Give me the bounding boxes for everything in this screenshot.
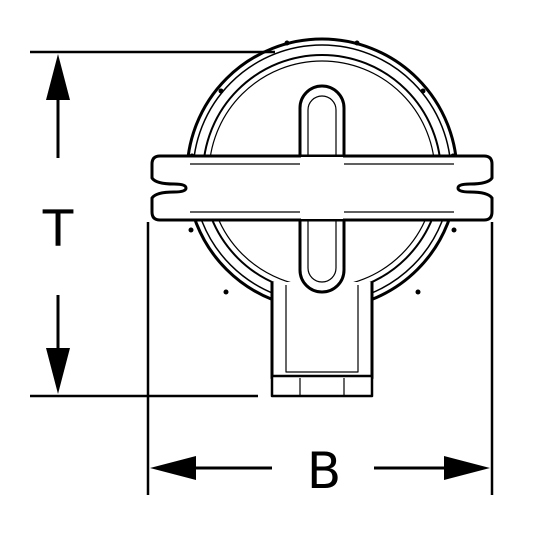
width-arrowhead-left [150, 456, 196, 480]
spout-body [270, 282, 374, 380]
height-arrowhead-up [46, 54, 70, 100]
dimension-height [30, 50, 275, 398]
height-label: T [42, 200, 74, 258]
height-arrowhead-down [46, 348, 70, 394]
width-arrowhead-right [444, 456, 490, 480]
spout-base [270, 374, 374, 398]
spout-inner [285, 285, 359, 373]
width-label: B [307, 442, 341, 500]
dimension-width [146, 222, 494, 495]
product-outline [150, 37, 494, 398]
